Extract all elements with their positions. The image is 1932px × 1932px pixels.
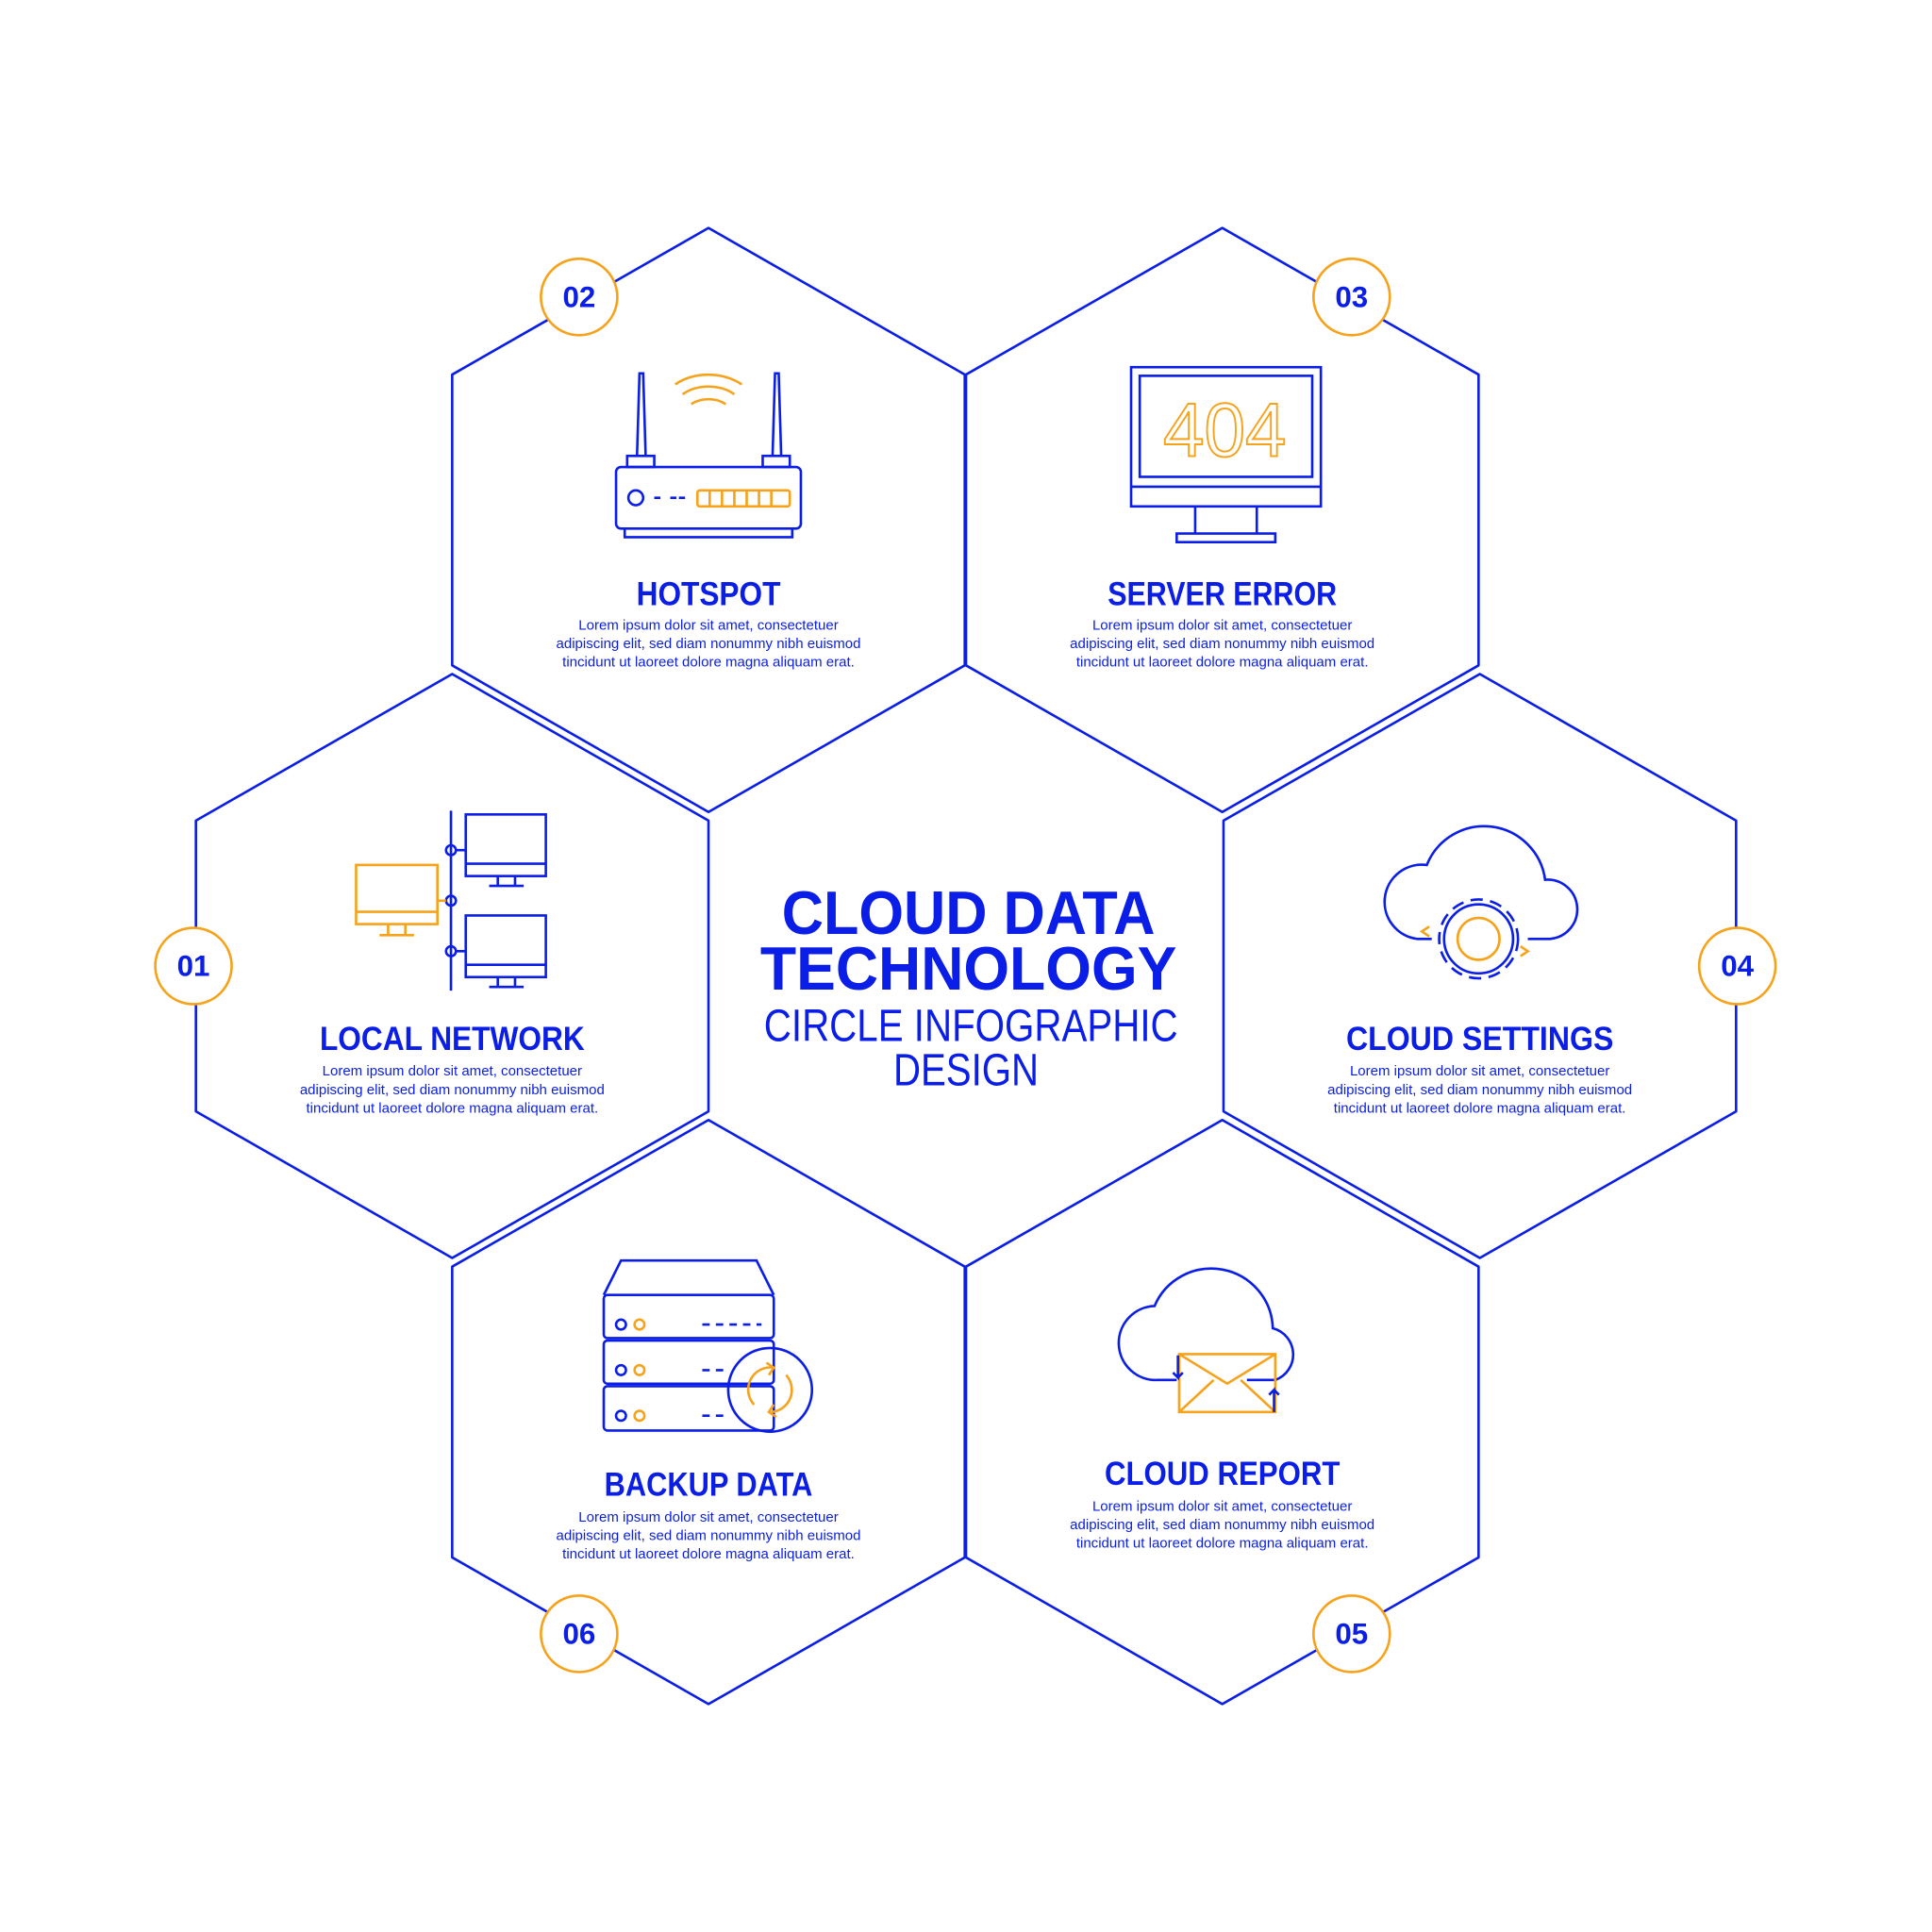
step-body-line: Lorem ipsum dolor sit amet, consectetuer [1092, 617, 1352, 633]
step-06: BACKUP DATA Lorem ipsum dolor sit amet, … [557, 1258, 861, 1562]
step-body-line: tincidunt ut laoreet dolore magna aliqua… [562, 655, 855, 671]
badge-number: 05 [1335, 1617, 1368, 1650]
step-body-line: Lorem ipsum dolor sit amet, consectetuer [323, 1063, 582, 1079]
step-body-line: Lorem ipsum dolor sit amet, consectetuer [1092, 1498, 1352, 1514]
step-body-line: adipiscing elit, sed diam nonummy nibh e… [300, 1082, 605, 1098]
cloud-mail-icon [1117, 1267, 1295, 1414]
step-title: CLOUD REPORT [1105, 1456, 1341, 1492]
badge-01: 01 [154, 926, 233, 1006]
hexagon-frames [194, 226, 1738, 1706]
cloud-gear-icon [1383, 824, 1579, 980]
hexagon-frame-06 [451, 1118, 966, 1706]
number-badges: 01 02 03 04 05 06 [154, 257, 1777, 1674]
step-title: HOTSPOT [637, 575, 781, 612]
hexagon-frame-03 [964, 226, 1480, 814]
step-02: HOTSPOT Lorem ipsum dolor sit amet, cons… [557, 372, 861, 671]
step-title: BACKUP DATA [605, 1467, 813, 1504]
step-body-line: tincidunt ut laoreet dolore magna aliqua… [1334, 1100, 1626, 1116]
badge-number: 04 [1721, 950, 1754, 983]
badge-number: 03 [1335, 280, 1368, 313]
step-04: CLOUD SETTINGS Lorem ipsum dolor sit ame… [1327, 824, 1632, 1116]
step-body-line: tincidunt ut laoreet dolore magna aliqua… [1076, 1535, 1369, 1551]
step-01: LOCAL NETWORK Lorem ipsum dolor sit amet… [300, 810, 605, 1116]
badge-number: 01 [177, 950, 210, 983]
subtitle-line-2: DESIGN [893, 1045, 1039, 1096]
badge-number: 02 [562, 280, 595, 313]
error-code: 404 [1163, 388, 1287, 473]
title-line-1: CLOUD DATA [782, 878, 1156, 947]
step-title: CLOUD SETTINGS [1346, 1021, 1613, 1058]
step-body-line: adipiscing elit, sed diam nonummy nibh e… [1327, 1082, 1632, 1098]
subtitle-line-1: CIRCLE INFOGRAPHIC [764, 1001, 1178, 1052]
step-title: SERVER ERROR [1108, 575, 1337, 612]
badge-03: 03 [1312, 257, 1391, 337]
badge-number: 06 [562, 1617, 595, 1650]
step-body-line: tincidunt ut laoreet dolore magna aliqua… [1076, 655, 1369, 671]
step-body-line: Lorem ipsum dolor sit amet, consectetuer [1350, 1063, 1609, 1079]
badge-06: 06 [540, 1594, 619, 1674]
step-body-line: adipiscing elit, sed diam nonummy nibh e… [557, 636, 861, 652]
step-03: 404 SERVER ERROR Lorem ipsum dolor sit a… [1070, 365, 1374, 671]
center-title: CLOUD DATA TECHNOLOGY CIRCLE INFOGRAPHIC… [760, 878, 1178, 1096]
monitor-404-icon: 404 [1129, 365, 1323, 543]
step-body-line: adipiscing elit, sed diam nonummy nibh e… [1070, 636, 1374, 652]
step-05: CLOUD REPORT Lorem ipsum dolor sit amet,… [1070, 1267, 1374, 1551]
badge-05: 05 [1312, 1594, 1391, 1674]
step-body-line: tincidunt ut laoreet dolore magna aliqua… [307, 1100, 599, 1116]
hexagon-frame-04 [1222, 673, 1738, 1259]
step-body-line: adipiscing elit, sed diam nonummy nibh e… [557, 1528, 861, 1544]
router-icon [614, 372, 803, 539]
server-backup-icon [602, 1258, 814, 1434]
step-body-line: tincidunt ut laoreet dolore magna aliqua… [562, 1546, 855, 1562]
hexagon-frame-01 [194, 673, 710, 1259]
step-body-line: Lorem ipsum dolor sit amet, consectetuer [578, 1509, 838, 1525]
badge-02: 02 [540, 257, 619, 337]
local-network-icon [355, 810, 547, 991]
title-line-2: TECHNOLOGY [760, 934, 1176, 1003]
badge-04: 04 [1697, 926, 1777, 1006]
step-body-line: Lorem ipsum dolor sit amet, consectetuer [578, 617, 838, 633]
step-body-line: adipiscing elit, sed diam nonummy nibh e… [1070, 1517, 1374, 1533]
step-title: LOCAL NETWORK [320, 1021, 585, 1058]
